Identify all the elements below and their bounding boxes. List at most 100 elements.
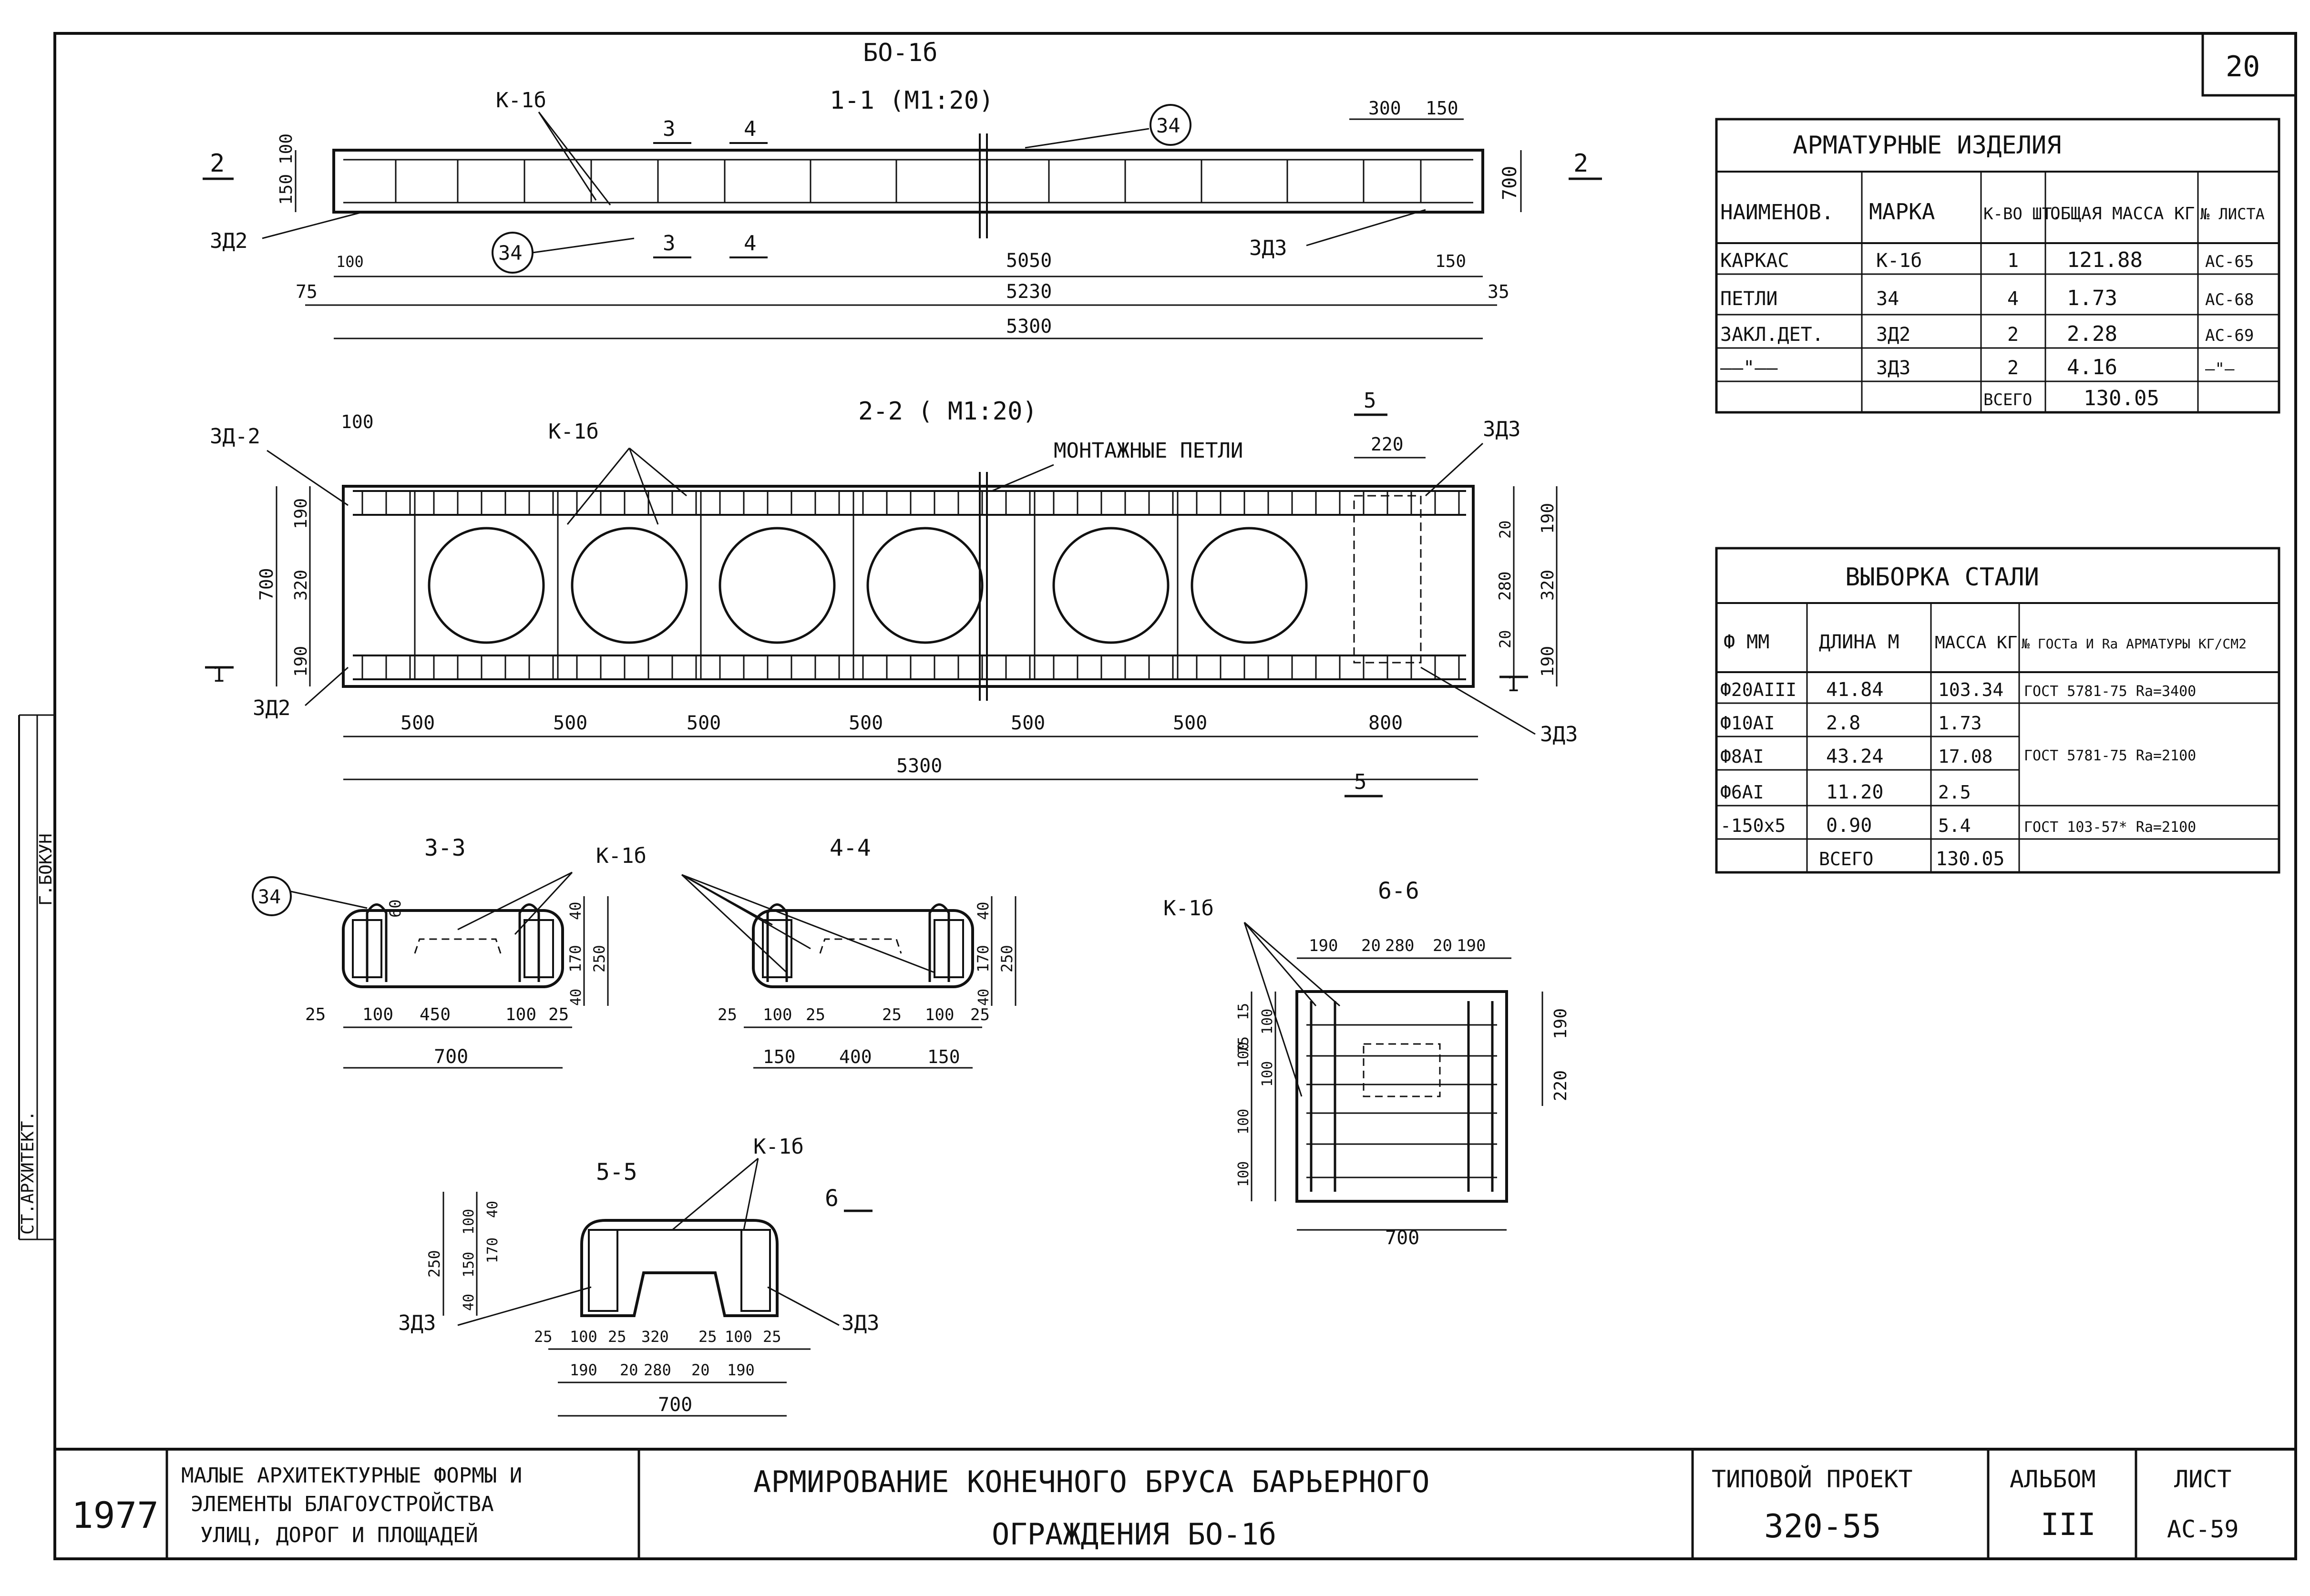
dim: 25: [882, 1005, 902, 1024]
dim: 150: [763, 1046, 796, 1067]
table2-cell: 43.24: [1826, 746, 1883, 767]
bay-dim: 800: [1368, 712, 1403, 734]
embedded-part-6-6: [1363, 1043, 1441, 1097]
section-3-3-title: 3-3: [424, 835, 466, 861]
svg-text:150: 150: [1426, 98, 1458, 119]
embedded-part-zd3-5-5-left: ЗД3: [398, 1311, 436, 1335]
dim: 25: [970, 1005, 990, 1024]
svg-text:5300: 5300: [1006, 316, 1052, 338]
bay-dim: 500: [1011, 712, 1045, 734]
table2-cell: 103.34: [1938, 679, 2003, 700]
embedded-part-zd3-plan: [1353, 495, 1422, 664]
svg-text:250: 250: [425, 1250, 443, 1278]
svg-text:150: 150: [1435, 252, 1466, 271]
frame-label-5-5: К-1б: [753, 1135, 804, 1159]
cut-mark-5-bottom: 5: [1354, 770, 1367, 794]
section-5-5-outline: [580, 1219, 779, 1317]
sheet-code: АС-59: [2167, 1515, 2239, 1543]
bay-dim: 500: [849, 712, 883, 734]
svg-text:190: 190: [291, 646, 311, 677]
svg-text:100: 100: [336, 253, 364, 271]
frame-label-6-6: К-1б: [1163, 896, 1214, 921]
dim: 450: [420, 1005, 451, 1024]
table1-cell: ЗД2: [1876, 324, 1910, 346]
void-hole: [719, 527, 836, 644]
svg-text:40: 40: [461, 1294, 477, 1311]
table2-cell: Ф10АI: [1720, 713, 1775, 734]
svg-text:20: 20: [1496, 630, 1514, 648]
svg-text:100: 100: [1259, 1009, 1276, 1034]
table1-cell: 2.28: [2067, 322, 2117, 346]
dim: 280: [644, 1361, 671, 1379]
svg-text:ОБЩАЯ МАССА КГ: ОБЩАЯ МАССА КГ: [2050, 204, 2195, 224]
svg-text:280: 280: [1496, 572, 1515, 601]
dim: 25: [305, 1005, 326, 1024]
dim: 25: [698, 1328, 717, 1346]
embedded-part-zd3-5-5-right: ЗД3: [842, 1311, 879, 1335]
dim: 320: [641, 1328, 669, 1346]
svg-text:700: 700: [256, 568, 277, 601]
dim: 20: [1433, 936, 1452, 955]
svg-text:35: 35: [1488, 281, 1509, 302]
section-6-6-outline: [1295, 990, 1508, 1203]
dim: 400: [839, 1046, 872, 1067]
svg-text:190: 190: [1538, 503, 1558, 534]
dim: 20: [620, 1361, 638, 1379]
svg-text:100: 100: [1235, 1161, 1252, 1187]
drawing-title-line1: АРМИРОВАНИЕ КОНЕЧНОГО БРУСА БАРЬЕРНОГО: [753, 1464, 1429, 1499]
table1-cell: 1.73: [2067, 286, 2117, 310]
section-3-3-outline: [342, 909, 564, 988]
table2-cell: ГОСТ 103-57* Ra=2100: [2024, 819, 2196, 836]
table1-cell: 121.88: [2067, 248, 2143, 272]
embedded-part-zd3-bottom: ЗД3: [1540, 722, 1578, 747]
svg-text:170: 170: [566, 945, 585, 972]
table1-cell: 4: [2007, 288, 2019, 310]
section-2-2-title: 2-2 ( М1:20): [858, 397, 1037, 426]
table2-cell: ГОСТ 5781-75 Ra=3400: [2024, 683, 2196, 700]
svg-text:170: 170: [974, 945, 992, 972]
svg-text:№ ЛИСТА: № ЛИСТА: [2200, 205, 2265, 223]
svg-text:100: 100: [277, 133, 296, 164]
section-4-4-outline: [752, 909, 974, 988]
svg-text:40: 40: [566, 901, 585, 920]
section-1-1: БО-1б 1-1 (М1:20) 2 2 3 4 3 4 К-1б 34 34…: [203, 39, 1602, 339]
svg-text:АЛЬБОМ: АЛЬБОМ: [2010, 1465, 2096, 1493]
table-steel-selection: ВЫБОРКА СТАЛИ Ф ММ ДЛИНА М МАССА КГ № ГО…: [1715, 547, 2280, 874]
svg-text:ВСЕГО: ВСЕГО: [1983, 390, 2032, 409]
cut-mark-5-top: 5: [1364, 389, 1376, 413]
svg-text:60: 60: [386, 899, 404, 918]
loop-marker-3-3: [252, 876, 292, 916]
loop-marker-top: [1150, 104, 1191, 146]
table2-cell: Ф20АIII: [1720, 679, 1797, 700]
dim: 100: [570, 1328, 597, 1346]
loop-3-3: [366, 903, 388, 982]
dim: 20: [1361, 936, 1381, 955]
table2-cell: 41.84: [1826, 679, 1883, 701]
svg-text:130.05: 130.05: [1936, 848, 2005, 870]
cut-mark-2-left: 2: [210, 149, 225, 178]
drawing-title-line2: ОГРАЖДЕНИЯ БО-1б: [992, 1517, 1276, 1552]
svg-text:250: 250: [998, 945, 1016, 972]
svg-text:100: 100: [461, 1209, 477, 1235]
beam-title: БО-1б: [863, 39, 938, 67]
table2-cell: 2.8: [1826, 712, 1860, 734]
table1-cell: ЗД3: [1876, 357, 1910, 379]
svg-text:100: 100: [1259, 1061, 1276, 1087]
table2-rows: Ф20АIII 41.84 103.34 ГОСТ 5781-75 Ra=3400Ф1…: [1720, 679, 2196, 837]
table1-cell: КАРКАС: [1720, 250, 1789, 272]
embedded-part-zd3-top: ЗД3: [1483, 417, 1520, 441]
table1-cell: —"—: [2205, 359, 2235, 379]
frame-label-2-2: К-1б: [548, 419, 599, 444]
svg-text:5230: 5230: [1006, 281, 1052, 303]
svg-text:ЭЛЕМЕНТЫ БЛАГОУСТРОЙСТВА: ЭЛЕМЕНТЫ БЛАГОУСТРОЙСТВА: [191, 1491, 494, 1516]
dim: 20: [691, 1361, 710, 1379]
bay-dim: 500: [687, 712, 721, 734]
svg-text:100: 100: [341, 411, 374, 432]
svg-text:150: 150: [277, 174, 296, 205]
section-1-1-title: 1-1 (М1:20): [830, 86, 994, 115]
